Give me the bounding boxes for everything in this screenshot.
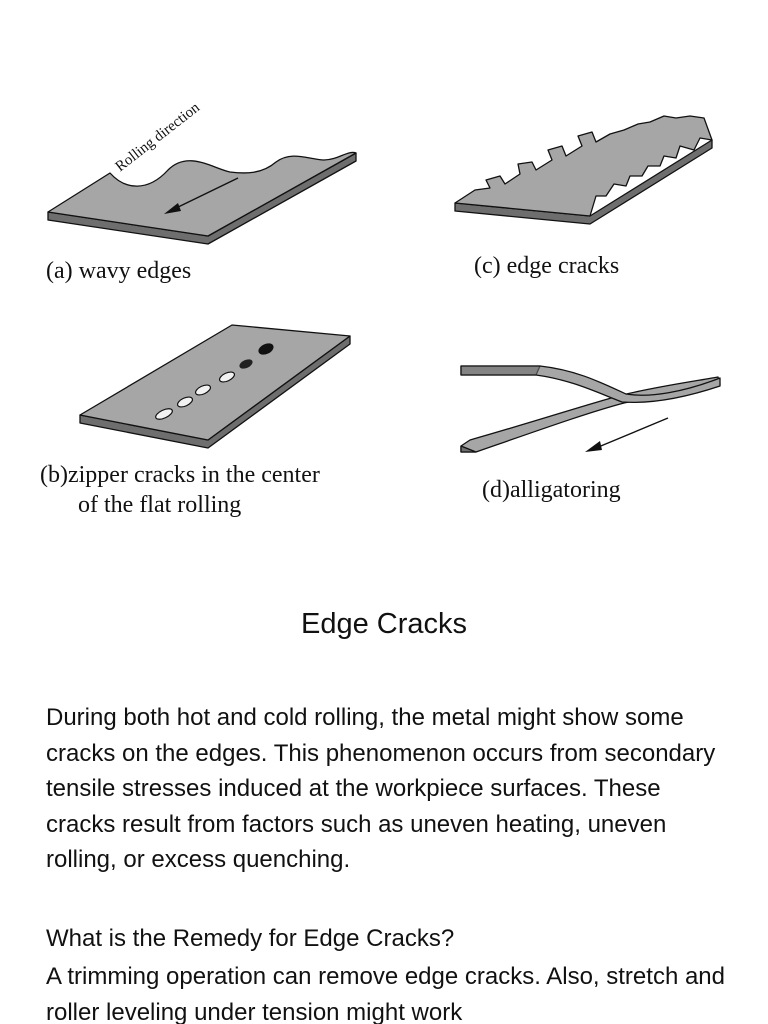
wavy-edges-illustration: Rolling direction bbox=[47, 99, 357, 245]
remedy-answer: A trimming operation can remove edge cra… bbox=[46, 963, 725, 1024]
remedy-question: What is the Remedy for Edge Cracks? bbox=[46, 925, 455, 952]
page-title: Edge Cracks bbox=[300, 608, 467, 640]
caption-alligatoring: (d)alligatoring bbox=[482, 477, 621, 503]
alligatoring-illustration bbox=[460, 365, 721, 453]
caption-zipper-cracks-line1: (b)zipper cracks in the center bbox=[40, 462, 320, 488]
zipper-cracks-illustration bbox=[79, 324, 351, 449]
caption-edge-cracks: (c) edge cracks bbox=[474, 253, 619, 279]
rolling-defects-figure: Rolling direction (a) wavy edges (c) edg… bbox=[40, 99, 721, 518]
edge-cracks-description: During both hot and cold rolling, the me… bbox=[46, 704, 716, 873]
caption-wavy-edges: (a) wavy edges bbox=[46, 258, 191, 284]
edge-cracks-illustration bbox=[454, 115, 713, 225]
caption-zipper-cracks-line2: of the flat rolling bbox=[78, 492, 241, 518]
